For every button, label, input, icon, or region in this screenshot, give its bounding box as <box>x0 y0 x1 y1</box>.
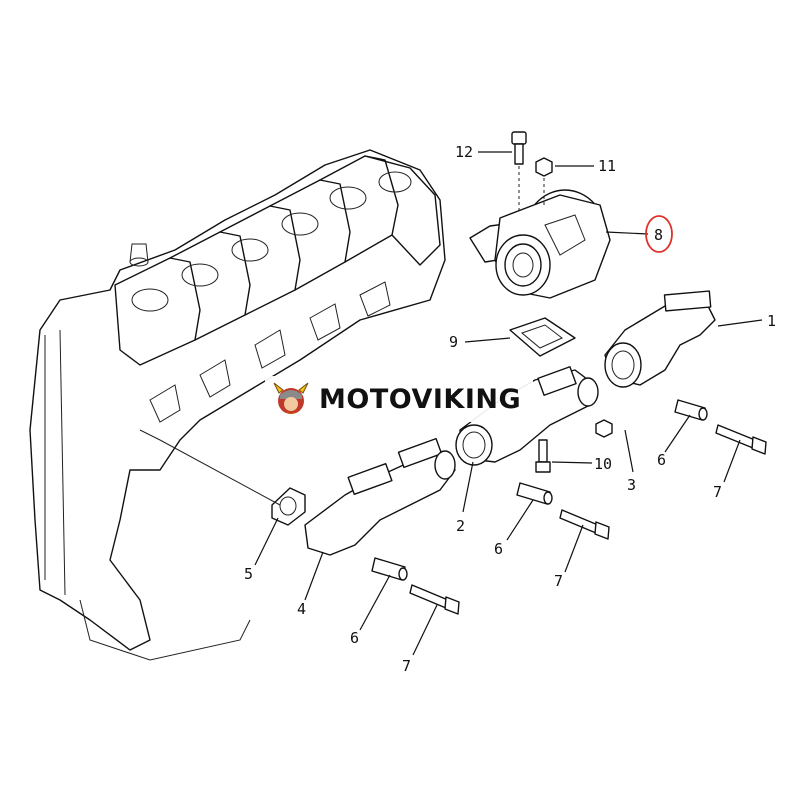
exhaust-manifold-rear <box>304 437 456 556</box>
manifold-stud <box>535 439 551 473</box>
callout-9: 9 <box>449 333 458 351</box>
callout-labels: 1 2 3 4 5 6 6 6 7 7 7 8 9 10 11 12 <box>244 143 776 675</box>
highlight-circle <box>645 215 673 253</box>
cylinder-heads <box>114 155 441 366</box>
manifold-gasket <box>271 487 306 526</box>
callout-6c: 6 <box>350 629 359 647</box>
viking-mascot-logo <box>273 382 309 414</box>
callout-1: 1 <box>767 312 776 330</box>
turbo-gasket <box>509 317 576 357</box>
callout-12: 12 <box>455 143 473 161</box>
turbo-bolt <box>511 131 527 210</box>
callout-6b: 6 <box>494 540 503 558</box>
watermark-banner: MOTOVIKING <box>265 376 533 422</box>
manifold-nut <box>595 419 613 438</box>
watermark-text: MOTOVIKING <box>319 383 522 415</box>
callout-8: 8 <box>654 226 663 244</box>
exhaust-elbow <box>604 290 716 388</box>
long-bolts <box>409 424 767 615</box>
callout-7b: 7 <box>554 572 563 590</box>
callout-5: 5 <box>244 565 253 583</box>
callout-11: 11 <box>598 157 616 175</box>
callout-10: 10 <box>594 455 612 473</box>
turbocharger <box>469 189 611 299</box>
callout-2: 2 <box>456 517 465 535</box>
turbo-nut <box>535 157 553 205</box>
callout-4: 4 <box>297 600 306 618</box>
callout-6a: 6 <box>657 451 666 469</box>
leader-lines <box>139 151 763 656</box>
callout-7c: 7 <box>402 657 411 675</box>
spacer-sleeves <box>371 399 708 581</box>
callout-3: 3 <box>627 476 636 494</box>
callout-7a: 7 <box>713 483 722 501</box>
engine-block <box>29 149 446 661</box>
